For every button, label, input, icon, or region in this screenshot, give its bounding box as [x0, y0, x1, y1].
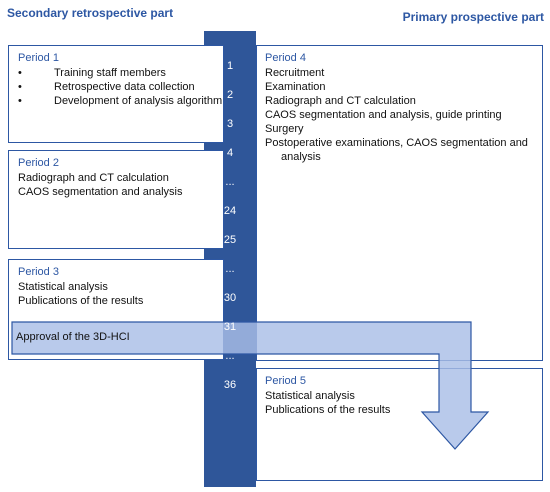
timeline-month-30: 30: [223, 292, 237, 304]
heading-primary-prospective: Primary prospective part: [402, 10, 544, 24]
period-1-item-text: Retrospective data collection: [54, 81, 195, 93]
timeline-month-25: 25: [223, 234, 237, 246]
period-5-item: Statistical analysis: [265, 390, 355, 402]
timeline-month-2: 2: [226, 89, 234, 101]
period-3-title: Period 3: [18, 266, 59, 278]
timeline-month-36: 36: [223, 379, 237, 391]
bullet-icon: •: [18, 81, 22, 93]
period-1-title: Period 1: [18, 52, 59, 64]
approval-arrow-shape: [11, 321, 490, 450]
period-4-item: CAOS segmentation and analysis, guide pr…: [265, 109, 502, 121]
period-1-item-text: Training staff members: [54, 67, 166, 79]
period-4-box: Period 4 Recruitment Examination Radiogr…: [256, 45, 543, 361]
period-4-item: Postoperative examinations, CAOS segment…: [265, 137, 528, 149]
timeline-month-3: 3: [226, 118, 234, 130]
period-5-title: Period 5: [265, 375, 306, 387]
period-1-item: • Development of analysis algorithm: [18, 94, 223, 108]
heading-secondary-retrospective: Secondary retrospective part: [7, 6, 174, 20]
period-2-item: CAOS segmentation and analysis: [18, 186, 183, 198]
period-4-item: Radiograph and CT calculation: [265, 95, 416, 107]
period-2-box: Period 2 Radiograph and CT calculation C…: [8, 150, 224, 249]
bullet-icon: •: [18, 95, 22, 107]
period-2-title: Period 2: [18, 157, 59, 169]
timeline-month-ellipsis-1: ...: [225, 176, 235, 188]
timeline-month-1: 1: [226, 60, 234, 72]
period-1-item: • Retrospective data collection: [18, 80, 223, 94]
timeline-month-ellipsis-3: ...: [225, 350, 235, 362]
period-4-title: Period 4: [265, 52, 306, 64]
period-2-item: Radiograph and CT calculation: [18, 172, 169, 184]
timeline-month-24: 24: [223, 205, 237, 217]
timeline-month-ellipsis-2: ...: [225, 263, 235, 275]
period-1-item-text: Development of analysis algorithm: [54, 95, 223, 107]
period-4-item: Recruitment: [265, 67, 325, 79]
period-5-item: Publications of the results: [265, 404, 391, 416]
approval-label: Approval of the 3D-HCI: [16, 331, 130, 343]
timeline-month-4: 4: [226, 147, 234, 159]
period-4-item: Examination: [265, 81, 326, 93]
period-1-list: • Training staff members • Retrospective d…: [18, 66, 223, 108]
period-4-item-continuation: analysis: [281, 151, 321, 163]
period-1-box: Period 1 • Training staff members • Retros…: [8, 45, 224, 143]
period-1-item: • Training staff members: [18, 66, 223, 80]
timeline-month-31: 31: [223, 321, 237, 333]
period-3-item: Publications of the results: [18, 295, 144, 307]
period-5-box: Period 5 Statistical analysis Publicatio…: [256, 368, 543, 481]
period-4-item: Surgery: [265, 123, 304, 135]
period-3-item: Statistical analysis: [18, 281, 108, 293]
bullet-icon: •: [18, 67, 22, 79]
